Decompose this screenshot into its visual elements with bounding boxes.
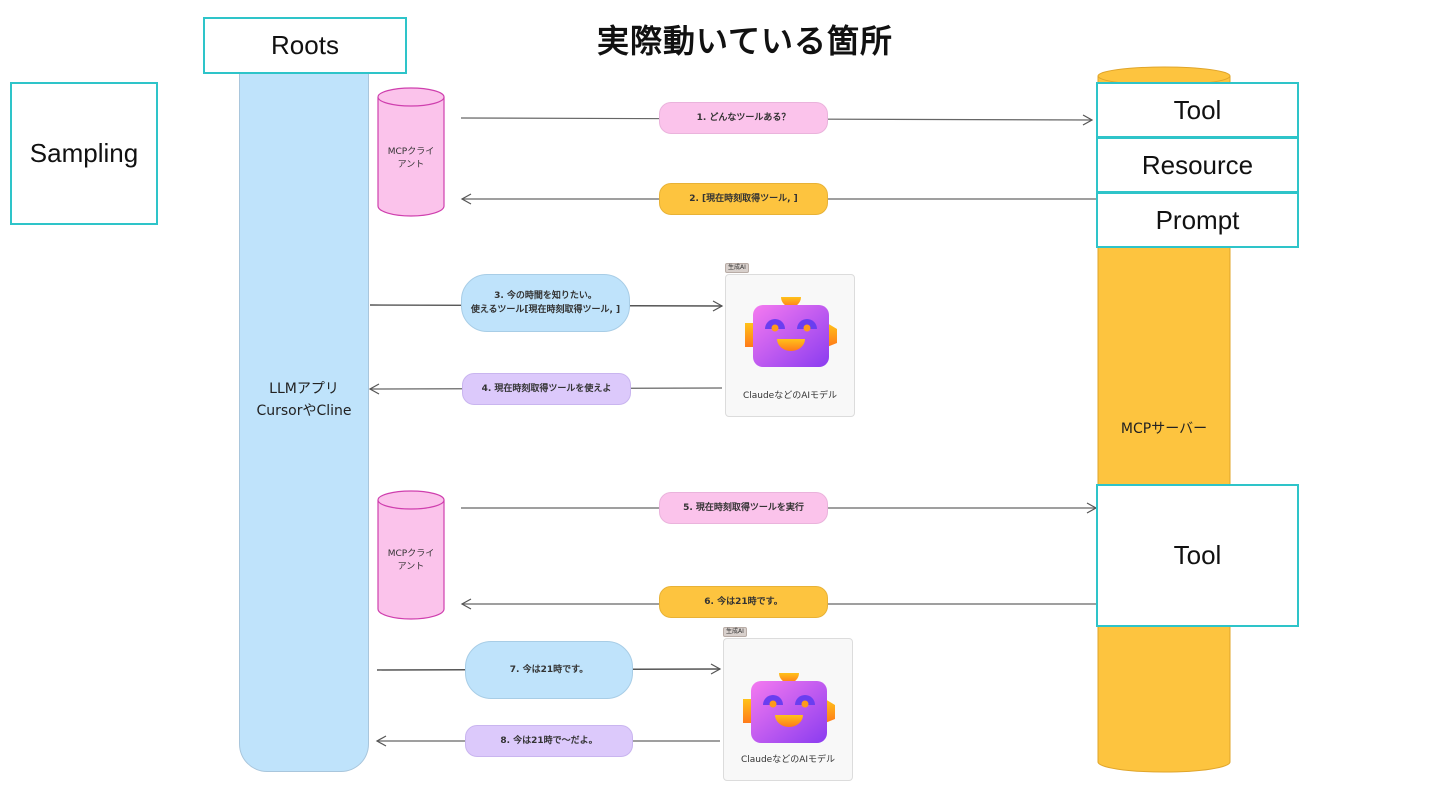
message-step-2-text: 2. [現在時刻取得ツール, ] <box>689 194 798 204</box>
llm-app-label-line2: CursorやCline <box>256 403 352 419</box>
message-step-8-text: 8. 今は21時で〜だよ。 <box>500 736 598 746</box>
message-step-2: 2. [現在時刻取得ツール, ] <box>659 183 828 215</box>
mcp-client-label-1-line1: MCPクライ <box>387 147 435 157</box>
sampling-label: Sampling <box>29 138 139 168</box>
message-step-5: 5. 現在時刻取得ツールを実行 <box>659 492 828 524</box>
robot-face-icon <box>743 673 835 743</box>
mcp-client-label-1: MCPクライ アント <box>376 146 446 172</box>
message-step-5-text: 5. 現在時刻取得ツールを実行 <box>683 503 804 513</box>
message-step-8: 8. 今は21時で〜だよ。 <box>465 725 633 757</box>
llm-app-lane <box>239 72 369 772</box>
mcp-client-label-1-line2: アント <box>397 160 425 170</box>
ai-badge-1: 生成AI <box>725 263 749 273</box>
message-step-1: 1. どんなツールある？ <box>659 102 828 134</box>
roots-box: Roots <box>203 17 407 74</box>
message-step-7: 7. 今は21時です。 <box>465 641 633 699</box>
message-step-1-text: 1. どんなツールある？ <box>696 113 791 123</box>
mcp-server-label: MCPサーバー <box>1120 421 1208 437</box>
roots-label: Roots <box>271 30 339 60</box>
ai-badge-2: 生成AI <box>723 627 747 637</box>
server-tool-box-label: Tool <box>1173 540 1222 570</box>
server-feature-resource: Resource <box>1096 137 1299 193</box>
server-feature-prompt-label: Prompt <box>1155 204 1240 235</box>
server-feature-tool: Tool <box>1096 82 1299 138</box>
mcp-client-label-2-line2: アント <box>397 562 425 572</box>
message-step-3: 3. 今の時間を知りたい。 使えるツール[現在時刻取得ツール, ] <box>461 274 630 332</box>
ai-model-label-2: ClaudeなどのAIモデル <box>740 755 836 765</box>
message-step-7-text: 7. 今は21時です。 <box>509 665 589 675</box>
mcp-client-label-2-line1: MCPクライ <box>387 549 435 559</box>
server-tool-box: Tool <box>1096 484 1299 627</box>
message-step-3-text: 3. 今の時間を知りたい。 <box>494 291 597 301</box>
page-title: 実際動いている箇所 <box>596 22 894 60</box>
ai-model-label-1: ClaudeなどのAIモデル <box>742 391 838 401</box>
message-step-6-text: 6. 今は21時です。 <box>704 597 783 607</box>
llm-app-label: LLMアプリ CursorやCline <box>239 378 369 422</box>
server-feature-tool-label: Tool <box>1173 94 1222 125</box>
mcp-client-label-2: MCPクライ アント <box>376 548 446 574</box>
message-step-4: 4. 現在時刻取得ツールを使えよ <box>462 373 631 405</box>
llm-app-label-line1: LLMアプリ <box>269 381 339 397</box>
ai-model-card-1: ClaudeなどのAIモデル <box>725 274 855 417</box>
mcp-client-cylinder-1 <box>377 87 445 217</box>
ai-model-card-2: ClaudeなどのAIモデル <box>723 638 853 781</box>
message-step-6: 6. 今は21時です。 <box>659 586 828 618</box>
sampling-box: Sampling <box>10 82 158 225</box>
message-step-4-text: 4. 現在時刻取得ツールを使えよ <box>481 384 612 394</box>
message-step-3-text2: 使えるツール[現在時刻取得ツール, ] <box>470 305 621 315</box>
server-feature-prompt: Prompt <box>1096 192 1299 248</box>
server-feature-resource-label: Resource <box>1141 149 1254 180</box>
mcp-client-cylinder-2 <box>377 490 445 620</box>
robot-face-icon <box>745 297 837 367</box>
